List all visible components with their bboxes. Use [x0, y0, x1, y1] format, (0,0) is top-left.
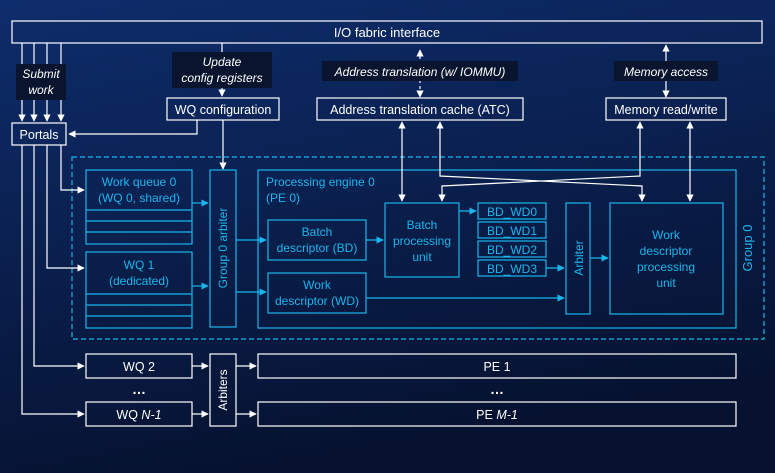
submit-label: Submit: [22, 67, 60, 81]
wq1-title: WQ 1: [124, 258, 155, 272]
bd-line2: descriptor (BD): [277, 241, 358, 255]
wqn-suffix: N-1: [141, 408, 161, 422]
wqn-label: WQ N-1: [116, 408, 161, 422]
bd-wd2: BD_WD2: [487, 243, 537, 257]
bd-wd-stack: BD_WD0 BD_WD1 BD_WD2 BD_WD3: [477, 202, 547, 277]
arbiter-to-descriptors: [236, 236, 267, 296]
arbiters-box: [209, 353, 237, 427]
work-label: work: [28, 83, 54, 97]
bpu-line3: unit: [412, 250, 432, 264]
to-pe-arbiter-arrows: [366, 264, 565, 302]
wq1-subtitle: (dedicated): [109, 274, 169, 288]
bd-wd3: BD_WD3: [487, 262, 537, 276]
portals-box: [11, 122, 67, 146]
pe1-label: PE 1: [483, 360, 510, 374]
bpu-line1: Batch: [407, 218, 438, 232]
dots-right: …: [490, 381, 504, 397]
wd-line1: Work: [303, 278, 332, 292]
wq-configuration-label: WQ configuration: [175, 103, 272, 117]
bd-wd0: BD_WD0: [487, 205, 537, 219]
wq0: Work queue 0 (WQ 0, shared): [85, 169, 193, 245]
memory-access-label: Memory access: [624, 65, 708, 79]
config-label-bg: [172, 52, 272, 88]
pe0-subtitle: (PE 0): [266, 191, 300, 205]
wdpu-line4: unit: [656, 276, 676, 290]
wqn-prefix: WQ: [116, 408, 141, 422]
config-registers-label: config registers: [181, 71, 262, 85]
wq0-subtitle: (WQ 0, shared): [98, 191, 180, 205]
arbiters-label: Arbiters: [216, 369, 230, 410]
memory-rw-box: [605, 97, 727, 121]
pem-prefix: PE: [476, 408, 496, 422]
wd-box: [267, 272, 367, 314]
atc-box: [316, 97, 524, 121]
wd-line2: descriptor (WD): [275, 294, 359, 308]
pem-box: [257, 401, 737, 427]
interconnect-lines: [398, 121, 694, 202]
memory-access-label-bg: [614, 61, 718, 81]
pem-suffix: M-1: [496, 408, 518, 422]
group0-arbiter-label: Group 0 arbiter: [216, 208, 230, 289]
io-fabric-label: I/O fabric interface: [334, 25, 440, 40]
group0-region: [71, 156, 765, 340]
bpu-line2: processing: [393, 234, 451, 248]
io-fabric-box: [11, 20, 763, 44]
bpu-box: [384, 202, 460, 278]
atc-label: Address translation cache (ATC): [330, 103, 510, 117]
update-label: Update: [203, 55, 242, 69]
wq0-title: Work queue 0: [102, 175, 177, 189]
pem-label: PE M-1: [476, 408, 518, 422]
wq1: WQ 1 (dedicated): [85, 251, 193, 329]
wdpu-line1: Work: [652, 228, 681, 242]
portals-label: Portals: [20, 128, 59, 142]
bd-line1: Batch: [302, 225, 333, 239]
address-translation-label: Address translation (w/ IOMMU): [334, 65, 506, 79]
wq-to-arbiter-arrows: [192, 199, 209, 290]
address-translation-label-bg: [322, 61, 518, 81]
wq2-label: WQ 2: [123, 360, 155, 374]
wdpu-line3: processing: [637, 260, 695, 274]
lower-arrows: [192, 362, 257, 418]
wdpu-line2: descriptor: [640, 244, 693, 258]
group0-arbiter-box: [209, 169, 237, 328]
pe1-box: [257, 353, 737, 379]
dots-left: …: [132, 381, 146, 397]
wdpu-box: [609, 202, 724, 315]
bd-wd1: BD_WD1: [487, 224, 537, 238]
pe-arbiter-label: Arbiter: [572, 240, 586, 275]
submit-label-bg: [16, 64, 66, 100]
portal-feed-lines: [21, 145, 85, 418]
pe0-title: Processing engine 0: [266, 175, 375, 189]
memory-rw-label: Memory read/write: [614, 103, 718, 117]
group0-label: Group 0: [740, 225, 755, 272]
config-connectors: [68, 120, 227, 170]
